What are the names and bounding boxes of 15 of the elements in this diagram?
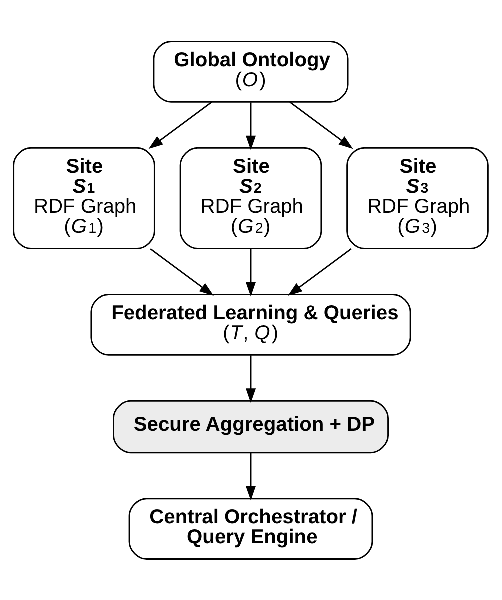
arrow xyxy=(246,355,256,403)
arrow xyxy=(246,248,256,296)
node-box: Site S2 RDF Graph (G2) xyxy=(180,146,322,249)
arrow xyxy=(290,101,354,149)
arrow xyxy=(148,101,212,149)
arrow xyxy=(150,248,214,296)
node-box: Site S3 RDF Graph (G3) xyxy=(346,146,489,249)
node-box: Site S1 RDF Graph (G1) xyxy=(13,146,156,249)
node-box: Federated Learning & Queries (T, Q) xyxy=(90,294,412,356)
node-box: Secure Aggregation + DP xyxy=(113,400,389,454)
node-box: Central Orchestrator / Query Engine xyxy=(128,498,374,560)
arrow xyxy=(246,452,256,500)
arrow xyxy=(246,102,256,150)
arrow xyxy=(288,248,352,296)
node-box: Global Ontology (O) xyxy=(153,40,349,102)
